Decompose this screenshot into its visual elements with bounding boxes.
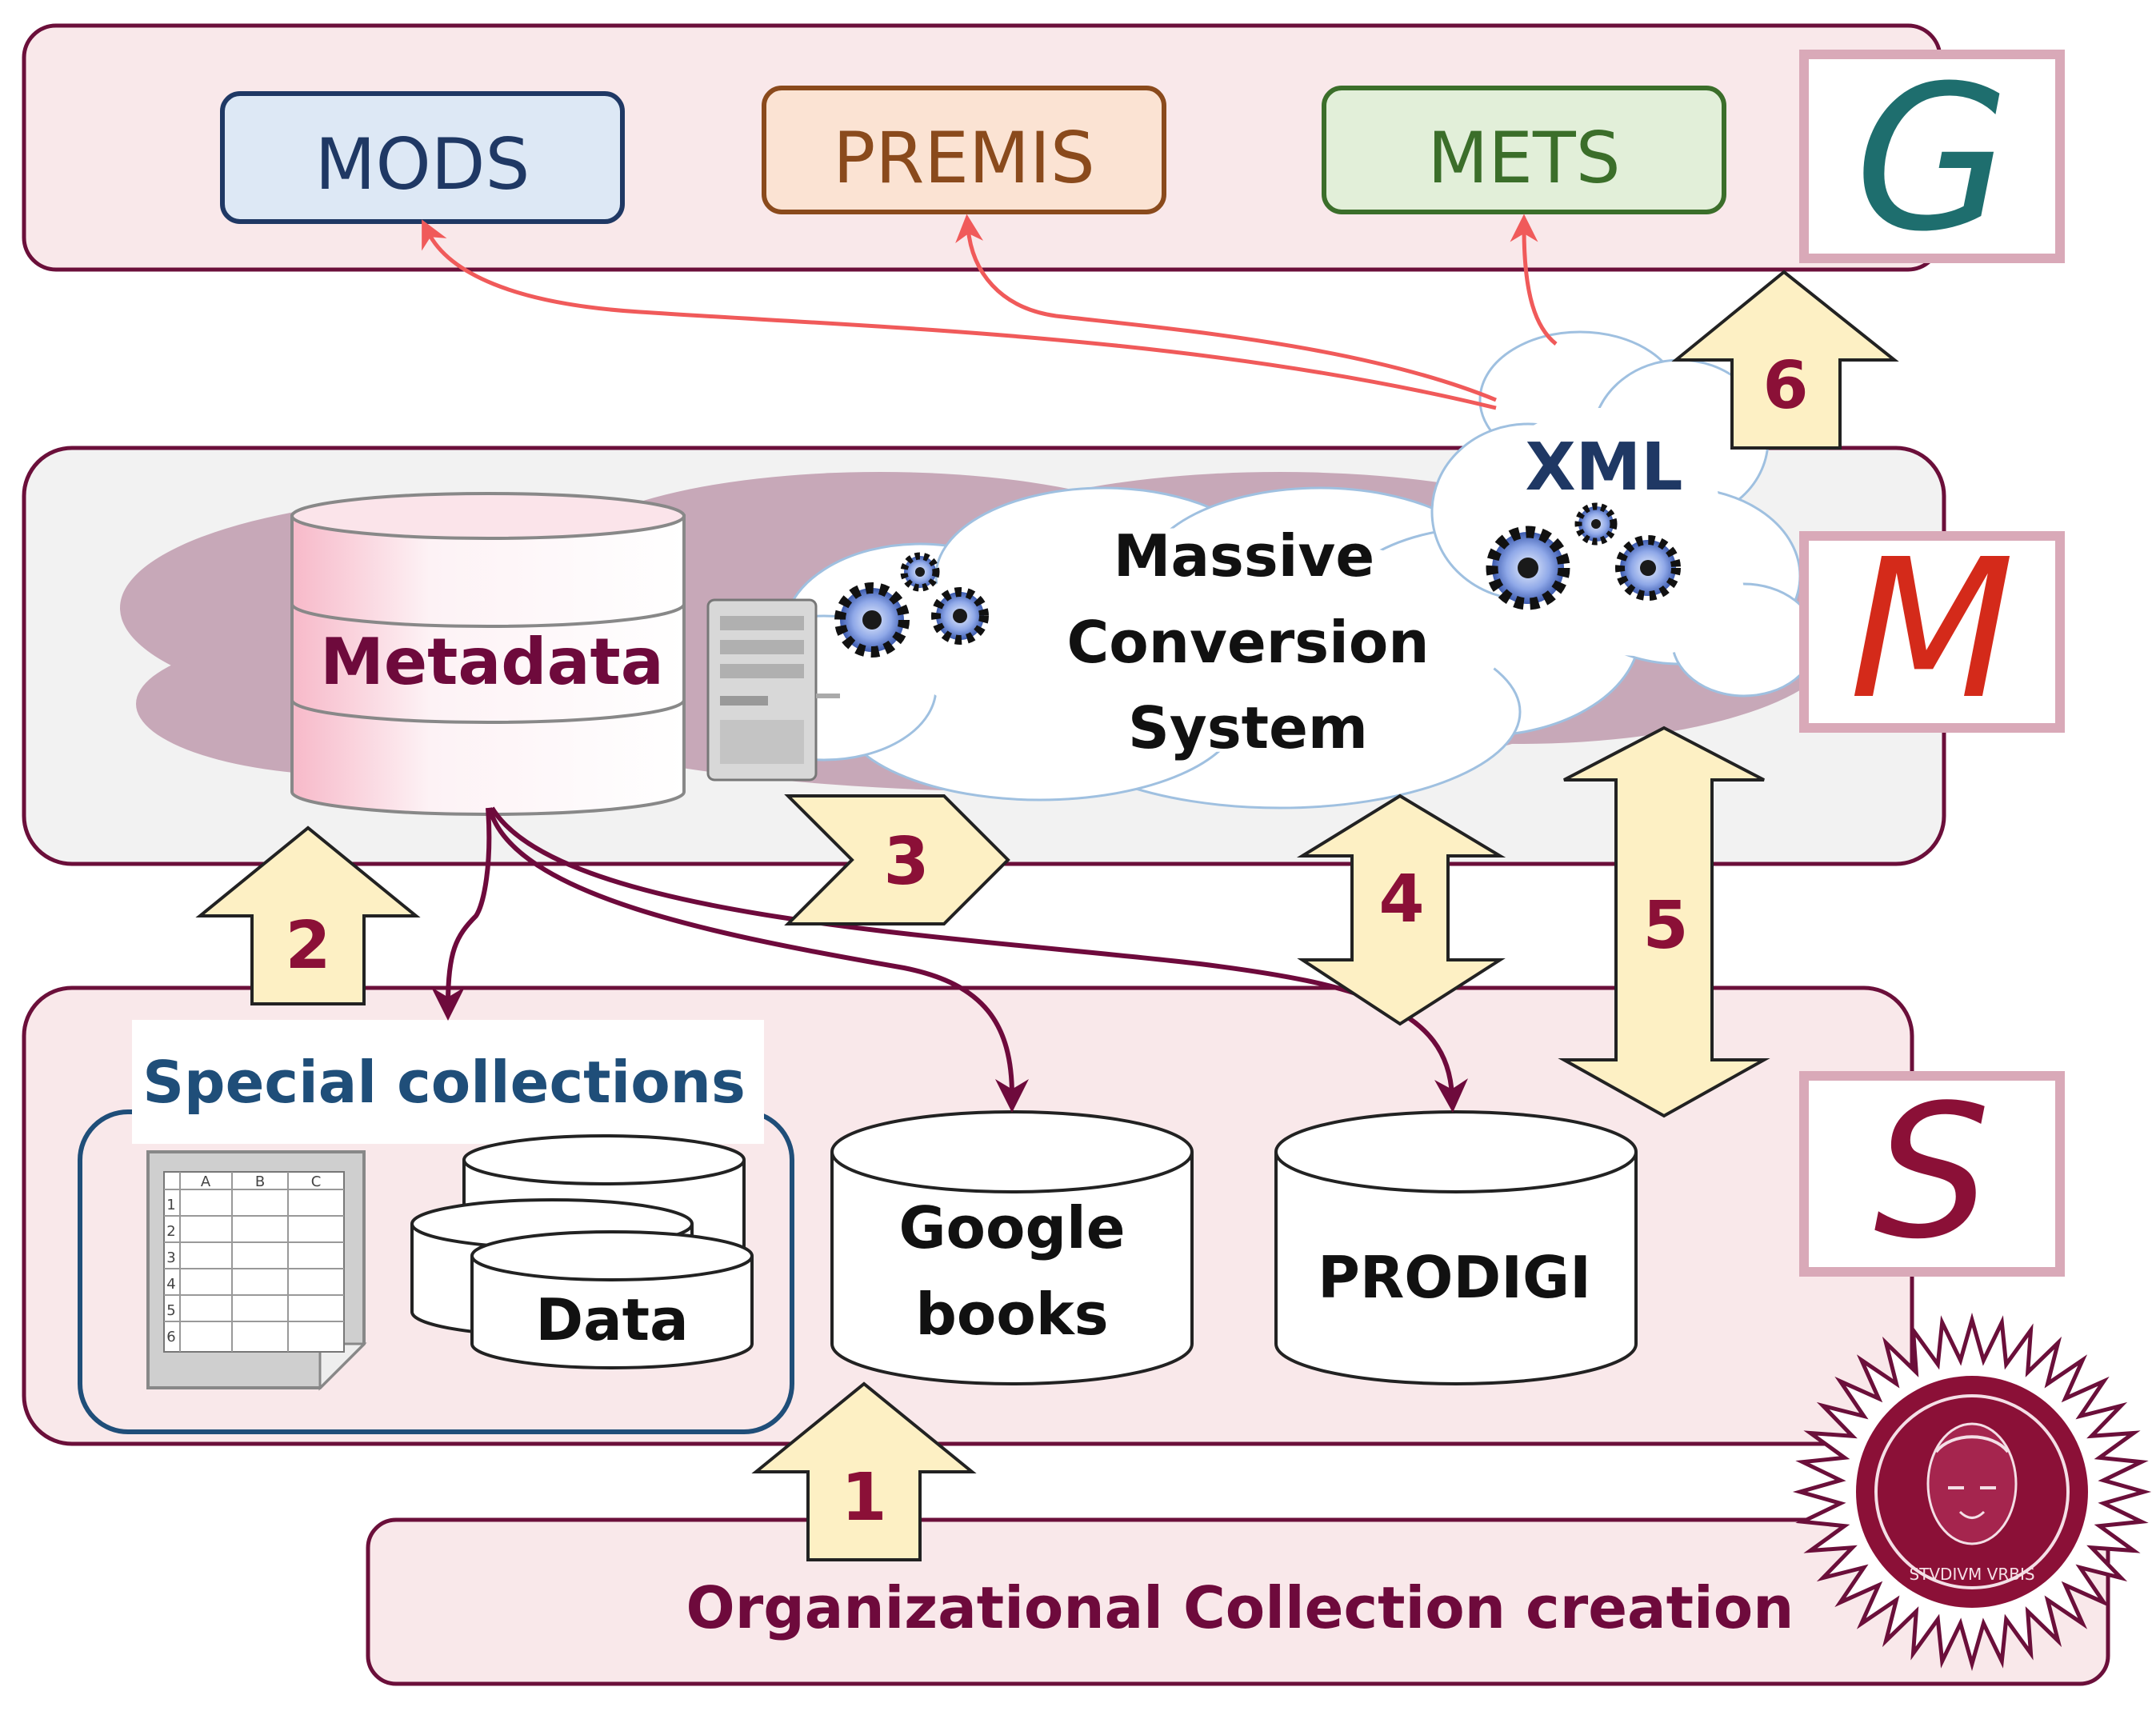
spreadsheet-row-4: 4 xyxy=(166,1276,175,1293)
mods-label: MODS xyxy=(315,123,530,206)
special-collections-group: Special collections A B C 1 2 3 xyxy=(78,1020,794,1434)
spreadsheet-row-2: 2 xyxy=(166,1223,175,1240)
mcs-line1: Massive xyxy=(1114,522,1374,590)
spreadsheet-icon: A B C 1 2 3 4 5 6 xyxy=(146,1150,367,1391)
spreadsheet-col-a: A xyxy=(201,1173,211,1190)
s-logo: S xyxy=(1799,1066,2065,1280)
spreadsheet-col-b: B xyxy=(255,1173,265,1190)
arrow-to-premis xyxy=(955,214,1497,402)
org-panel xyxy=(366,1517,2110,1686)
step-4-arrow: 4 xyxy=(1296,794,1506,1026)
spreadsheet-col-c: C xyxy=(311,1173,322,1190)
gear-icon xyxy=(834,552,989,658)
mods-box: MODS xyxy=(220,91,625,224)
step-2-arrow: 2 xyxy=(195,826,421,1005)
step-1-arrow: 1 xyxy=(751,1381,977,1561)
m-logo-letter: M xyxy=(1849,518,2014,742)
arrow-to-mets xyxy=(1510,214,1558,346)
arrow-to-google-books xyxy=(487,807,1029,1113)
metadata-label: Metadata xyxy=(320,625,664,699)
mcs-line2: Conversion xyxy=(1066,609,1429,676)
spreadsheet-row-3: 3 xyxy=(166,1249,175,1266)
premis-label: PREMIS xyxy=(833,117,1095,199)
step-5-arrow: 5 xyxy=(1558,726,1770,1118)
m-logo: M xyxy=(1799,518,2065,742)
xml-label: XML xyxy=(1525,430,1682,506)
org-label: Organizational Collection creation xyxy=(686,1574,1794,1641)
sapienza-seal-logo: STVDIVM VRBIS xyxy=(1792,1312,2152,1672)
step-3-number: 3 xyxy=(883,824,929,900)
google-books-line1: Google xyxy=(898,1194,1125,1261)
mets-label: METS xyxy=(1427,117,1620,199)
step-1-number: 1 xyxy=(841,1460,886,1536)
conversion-cloud xyxy=(710,486,1642,810)
google-books-database: Google books xyxy=(830,1110,1194,1385)
step-2-number: 2 xyxy=(285,908,330,984)
special-collections-label: Special collections xyxy=(142,1049,746,1116)
prodigi-label: PRODIGI xyxy=(1318,1244,1591,1311)
step-5-number: 5 xyxy=(1642,888,1688,964)
metadata-database: Metadata xyxy=(290,492,686,816)
prodigi-database: PRODIGI xyxy=(1274,1110,1638,1385)
step-3-arrow: 3 xyxy=(784,794,1010,925)
s-logo-letter: S xyxy=(1874,1066,1990,1280)
premis-box: PREMIS xyxy=(762,86,1166,214)
arrow-to-mods xyxy=(422,219,1497,410)
spreadsheet-row-6: 6 xyxy=(166,1329,175,1345)
spreadsheet-row-5: 5 xyxy=(166,1302,175,1319)
step-6-arrow: 6 xyxy=(1671,270,1899,450)
data-label: Data xyxy=(535,1286,688,1353)
g-logo-letter: G xyxy=(1854,42,2010,275)
xml-to-format-arrows xyxy=(422,214,1558,410)
step-6-number: 6 xyxy=(1762,348,1808,424)
step-4-number: 4 xyxy=(1378,861,1424,937)
mets-box: METS xyxy=(1322,86,1726,214)
mcs-line3: System xyxy=(1128,694,1368,762)
data-cylinders xyxy=(410,1134,754,1369)
spreadsheet-row-1: 1 xyxy=(166,1197,175,1213)
g-logo: G xyxy=(1799,42,2065,275)
server-icon xyxy=(706,598,840,782)
arrow-to-special-collections xyxy=(431,807,492,1021)
google-books-line2: books xyxy=(915,1281,1108,1348)
seal-text: STVDIVM VRBIS xyxy=(1909,1565,2034,1584)
gear-icon xyxy=(1486,502,1681,610)
